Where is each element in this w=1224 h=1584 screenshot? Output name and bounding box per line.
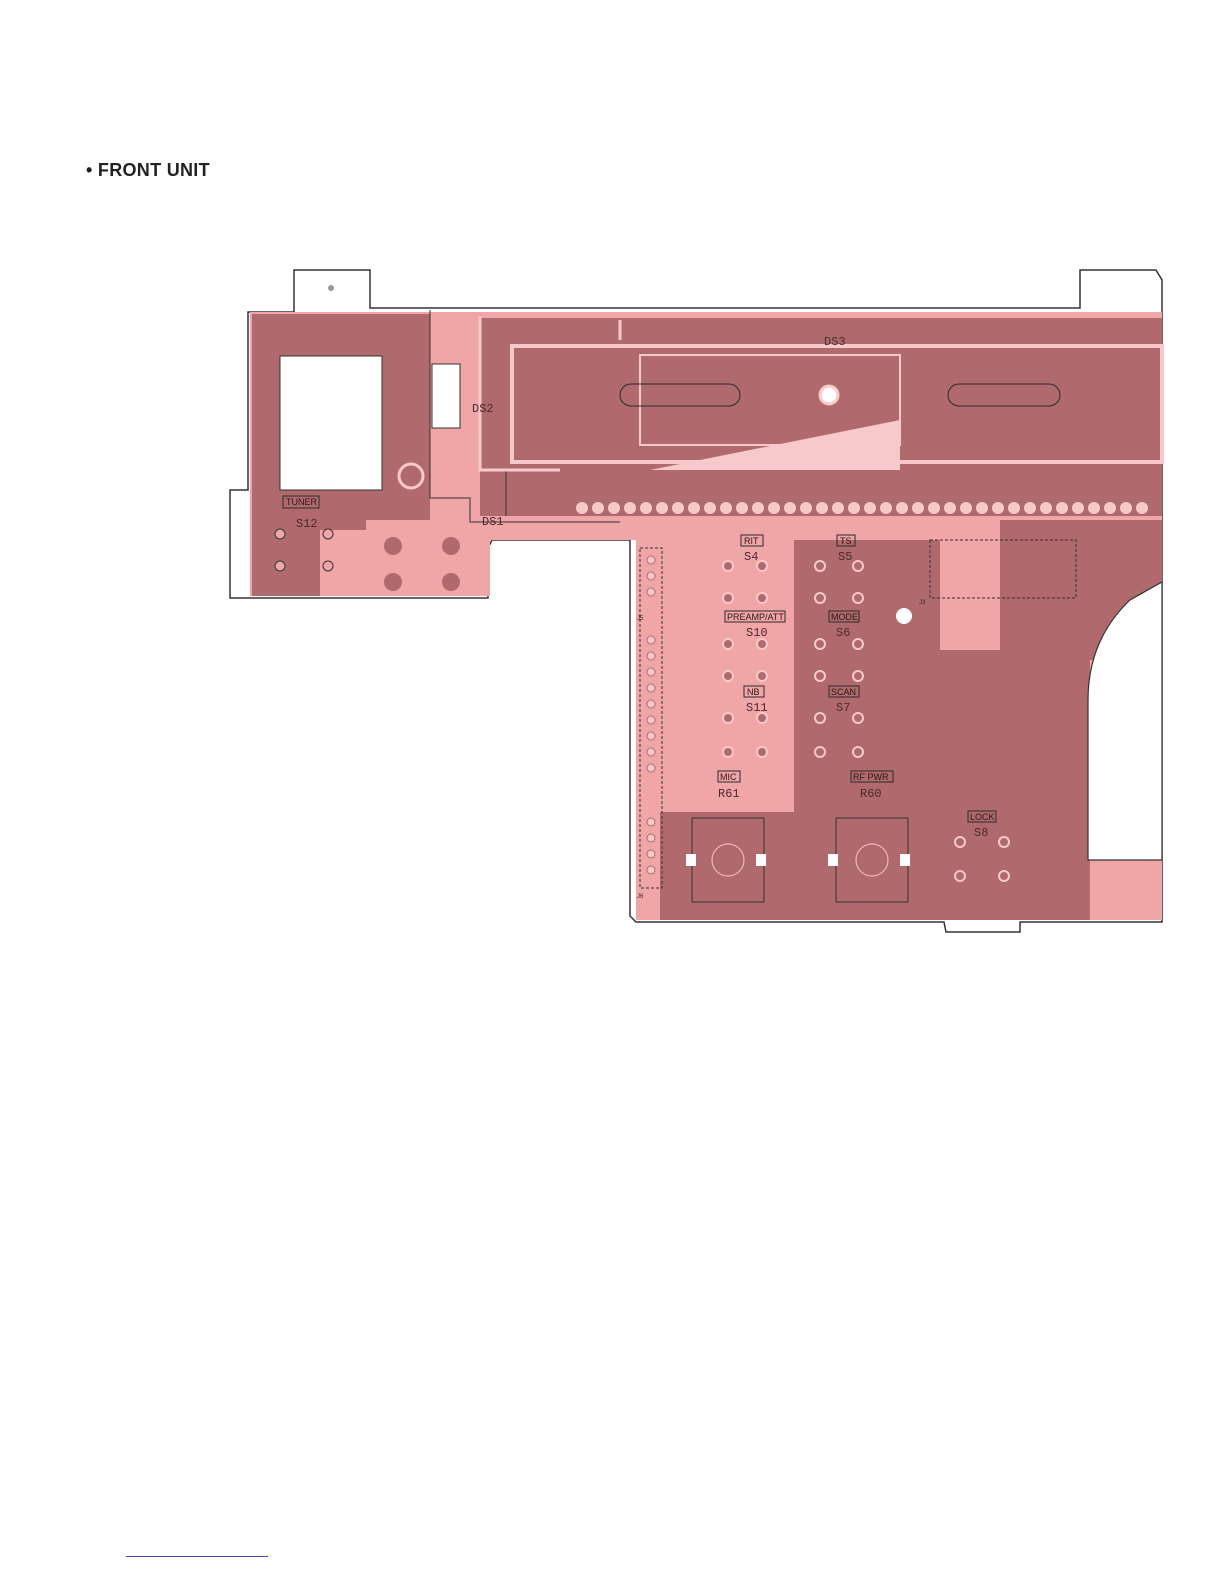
ref-ds1: DS1	[482, 515, 504, 529]
ref-ds2: DS2	[472, 402, 494, 416]
label-mic: MIC	[720, 772, 737, 782]
label-preamp-att: PREAMP/ATT	[727, 612, 784, 622]
ref-j6: J6	[637, 894, 644, 900]
label-mode: MODE	[831, 612, 858, 622]
footer-rule	[126, 1556, 268, 1557]
ref-s11: S11	[746, 701, 768, 715]
ref-s4: S4	[744, 550, 758, 564]
ref-s8: S8	[974, 826, 988, 840]
label-rit: RIT	[744, 536, 759, 546]
label-tuner: TUNER	[286, 497, 317, 507]
label-lock: LOCK	[970, 812, 995, 822]
label-scan: SCAN	[831, 687, 856, 697]
edge-hole	[328, 285, 334, 291]
ref-r61: R61	[718, 787, 740, 801]
ref-j3: J3	[919, 600, 926, 606]
tuner-window	[280, 356, 382, 490]
ref-s10: S10	[746, 626, 768, 640]
ref-s5: S5	[838, 550, 852, 564]
label-nb: NB	[747, 687, 760, 697]
label-ts: TS	[840, 536, 852, 546]
display-mount-hole	[820, 386, 838, 404]
ref-j5: J5	[637, 616, 644, 622]
ref-s12: S12	[296, 517, 318, 531]
ds2-window	[432, 364, 460, 428]
ref-ds3: DS3	[824, 335, 846, 349]
label-rf-pwr: RF PWR	[853, 772, 889, 782]
component-hole	[896, 608, 912, 624]
ref-s6: S6	[836, 626, 850, 640]
ref-r60: R60	[860, 787, 882, 801]
ref-s7: S7	[836, 701, 850, 715]
